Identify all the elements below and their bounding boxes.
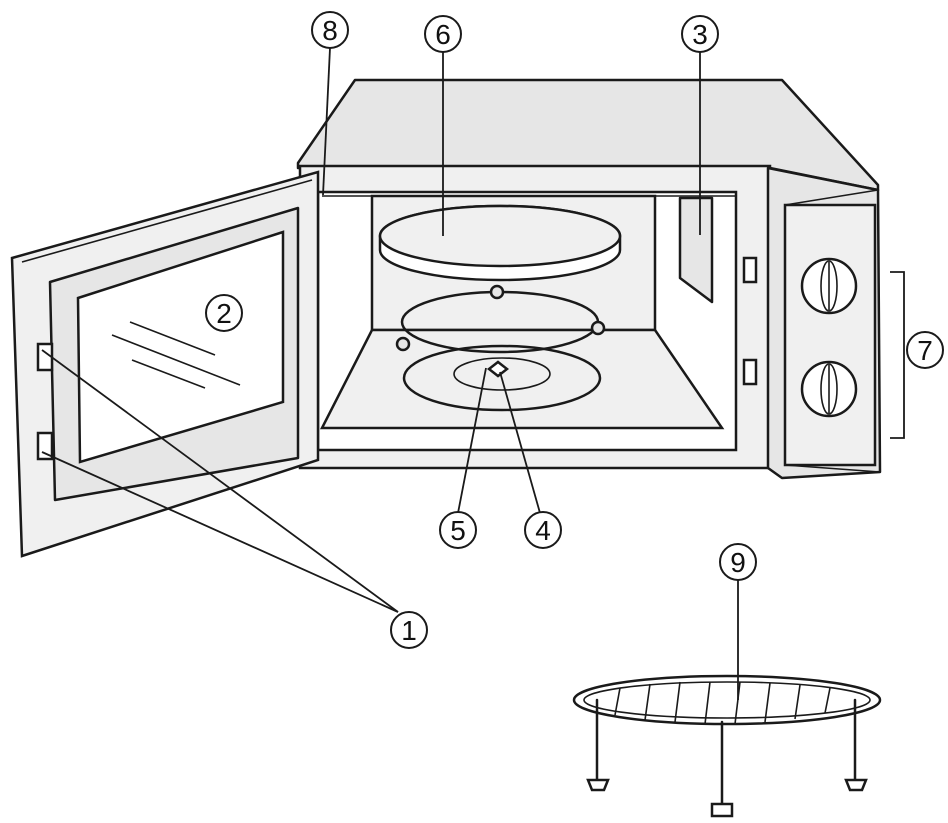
callout-2-label: 2 bbox=[216, 298, 232, 329]
callout-7: 7 bbox=[906, 331, 944, 369]
ring-wheel-left bbox=[395, 336, 411, 352]
turntable-shaft bbox=[486, 360, 510, 378]
callout-7-label: 7 bbox=[917, 335, 933, 366]
control-knobs bbox=[800, 257, 858, 418]
callout-9-label: 9 bbox=[730, 547, 746, 578]
cavity-floor bbox=[319, 328, 725, 430]
callout-2: 2 bbox=[205, 294, 243, 332]
callout-5-label: 5 bbox=[450, 515, 466, 546]
latch-slot-lower bbox=[742, 358, 758, 386]
latch-slot-upper bbox=[742, 256, 758, 284]
callout-9: 9 bbox=[719, 543, 757, 581]
callout-8-label: 8 bbox=[322, 15, 338, 46]
callout-8: 8 bbox=[311, 11, 349, 49]
callout-3: 3 bbox=[681, 15, 719, 53]
callout-3-label: 3 bbox=[692, 19, 708, 50]
callout-6-label: 6 bbox=[435, 19, 451, 50]
callout-6: 6 bbox=[424, 15, 462, 53]
turntable-shaft-area bbox=[402, 344, 602, 412]
wave-guide-cover bbox=[678, 196, 714, 304]
ring-wheel-back bbox=[489, 284, 505, 300]
callout-4: 4 bbox=[524, 511, 562, 549]
callout-5: 5 bbox=[439, 511, 477, 549]
callouts: 8 6 3 2 7 5 4 1 bbox=[205, 11, 944, 649]
door-latch-lower bbox=[36, 431, 54, 461]
ring-wheel-right bbox=[590, 320, 606, 336]
turntable-ring bbox=[395, 284, 606, 354]
leader-lines bbox=[41, 47, 905, 700]
callout-1: 1 bbox=[390, 611, 428, 649]
door bbox=[10, 170, 320, 558]
door-latch-upper bbox=[36, 342, 54, 372]
glass-tray bbox=[378, 204, 622, 282]
callout-1-label: 1 bbox=[401, 615, 417, 646]
grill-rack bbox=[572, 674, 882, 818]
control-panel-face bbox=[783, 203, 877, 467]
callout-4-label: 4 bbox=[535, 515, 551, 546]
door-window bbox=[76, 230, 285, 464]
